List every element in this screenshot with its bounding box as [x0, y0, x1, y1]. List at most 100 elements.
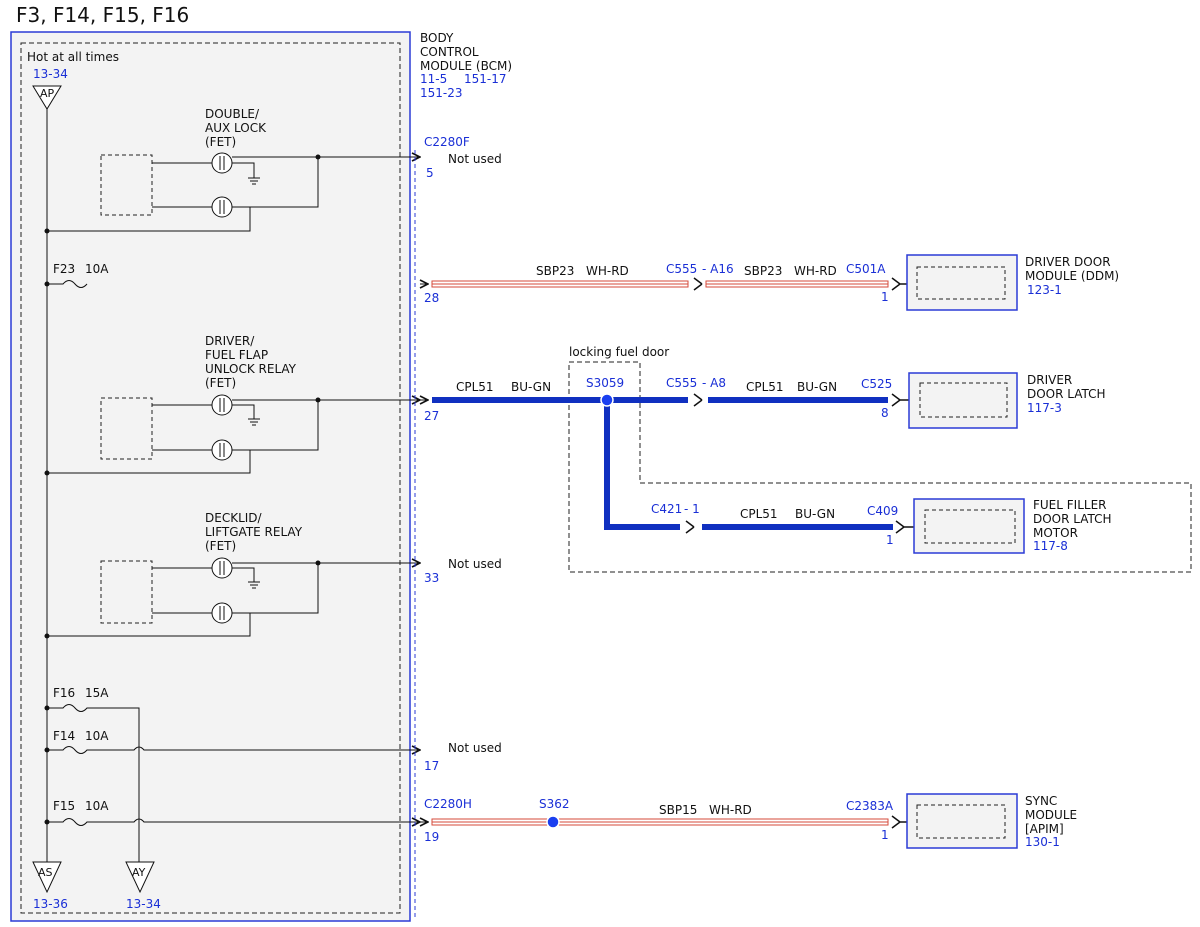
ground-icon — [232, 162, 260, 185]
page-title: F3, F14, F15, F16 — [16, 3, 189, 27]
inline-connector: C555 — [666, 376, 697, 390]
fuse-f16: F16 15A — [44, 686, 140, 862]
wire-color-label: WH-RD — [709, 803, 752, 817]
fuse-rating: 10A — [85, 729, 109, 743]
circuit-label: SBP15 — [659, 803, 697, 817]
component-driver-door-latch: DRIVER DOOR LATCH 117-3 — [908, 372, 1106, 429]
inline-connector: C421 — [651, 502, 682, 516]
transistor-icon — [211, 439, 233, 461]
component-ddm: DRIVER DOOR MODULE (DDM) 123-1 — [906, 254, 1119, 311]
component-name-line: MODULE (DDM) — [1025, 269, 1119, 283]
splice-s3059 — [600, 393, 614, 407]
pin-5: 5 — [426, 166, 434, 180]
component-name-line: DRIVER — [1027, 373, 1072, 387]
component-ref: 130-1 — [1025, 835, 1060, 849]
fet-control-box — [100, 154, 153, 216]
fet-label-line: DRIVER/ — [205, 334, 255, 348]
fet-decklid-liftgate: DECKLID/ LIFTGATE RELAY (FET) — [44, 511, 421, 639]
pin-28: 28 — [424, 291, 439, 305]
component-ref: 117-3 — [1027, 401, 1062, 415]
component-name-line: [APIM] — [1025, 822, 1064, 836]
fuse-rating: 15A — [85, 686, 109, 700]
fuse-icon — [47, 819, 420, 826]
wire-cpl51: CPL51 BU-GN S3059 C555 - A8 CPL51 BU-GN … — [420, 376, 914, 547]
not-used-label: Not used — [448, 741, 502, 755]
fet-label-line: AUX LOCK — [205, 121, 267, 135]
splice-label: S3059 — [586, 376, 624, 390]
end-connector: C409 — [867, 504, 898, 518]
component-name-line: DOOR LATCH — [1033, 512, 1112, 526]
circuit-label: CPL51 — [456, 380, 494, 394]
component-sync-module: SYNC MODULE [APIM] 130-1 — [906, 793, 1077, 849]
fuse-icon — [47, 704, 140, 862]
fet-label-line: UNLOCK RELAY — [205, 362, 297, 376]
end-connector: C501A — [846, 262, 886, 276]
fuse-f14: F14 10A — [44, 729, 421, 754]
transistor-icon — [211, 557, 233, 579]
fet-label-line: FUEL FLAP — [205, 348, 268, 362]
transistor-icon — [211, 152, 233, 174]
inline-pin: - A16 — [702, 262, 734, 276]
fet-label-line: LIFTGATE RELAY — [205, 525, 303, 539]
bcm-border — [10, 31, 411, 922]
ground-icon — [232, 567, 260, 589]
as-ref: 13-36 — [33, 897, 68, 911]
end-connector: C2383A — [846, 799, 894, 813]
inline-connector: C555 — [666, 262, 697, 276]
fet-label-line: DECKLID/ — [205, 511, 263, 525]
ay-ref: 13-34 — [126, 897, 161, 911]
pin-19: 19 — [424, 830, 439, 844]
wire-color-label: WH-RD — [586, 264, 629, 278]
fet-double-aux-lock: DOUBLE/ AUX LOCK (FET) — [44, 107, 421, 234]
component-fuel-filler-motor: FUEL FILLER DOOR LATCH MOTOR 117-8 — [913, 498, 1112, 554]
hot-at-all-times-label: Hot at all times — [27, 50, 119, 64]
component-name-line: MODULE — [1025, 808, 1077, 822]
component-name-line: SYNC — [1025, 794, 1057, 808]
circuit-label: SBP23 — [536, 264, 574, 278]
ground-icon — [232, 404, 260, 426]
bcm-ref: 151-23 — [420, 86, 463, 100]
component-name-line: MOTOR — [1033, 526, 1078, 540]
end-pin: 1 — [881, 290, 889, 304]
inline-pin: - A8 — [702, 376, 726, 390]
fuse-name: F15 — [53, 799, 75, 813]
fuse-f15: F15 10A — [44, 799, 421, 826]
ay-triangle-icon — [125, 861, 155, 894]
fet-label-line: (FET) — [205, 376, 236, 390]
fuse-f23: F23 10A — [44, 262, 109, 288]
pin-17: 17 — [424, 759, 439, 773]
transistor-icon — [211, 196, 233, 218]
fuse-rating: 10A — [85, 799, 109, 813]
component-ref: 123-1 — [1027, 283, 1062, 297]
transistor-icon — [211, 394, 233, 416]
bcm-module: Hot at all times 13-34 AP DOUBLE/ AUX LO… — [10, 31, 421, 922]
pin-27: 27 — [424, 409, 439, 423]
wire-color-label: BU-GN — [797, 380, 837, 394]
splice-label: S362 — [539, 797, 570, 811]
bcm-ref: 151-17 — [464, 72, 507, 86]
component-name-line: DRIVER DOOR — [1025, 255, 1111, 269]
circuit-label: CPL51 — [746, 380, 784, 394]
fet-driver-fuel-flap: DRIVER/ FUEL FLAP UNLOCK RELAY (FET) — [44, 334, 421, 476]
fuse-icon — [47, 747, 420, 754]
ay-label: AY — [132, 866, 146, 879]
end-pin: 1 — [881, 828, 889, 842]
circuit-label: CPL51 — [740, 507, 778, 521]
component-name-line: FUEL FILLER — [1033, 498, 1107, 512]
bcm-name-line: CONTROL — [420, 45, 479, 59]
fet-label-line: (FET) — [205, 135, 236, 149]
transistor-icon — [211, 602, 233, 624]
end-pin: 8 — [881, 406, 889, 420]
wire-sbp15: S362 SBP15 WH-RD C2383A 1 — [420, 797, 907, 842]
component-name-line: DOOR LATCH — [1027, 387, 1106, 401]
ap-triangle-icon — [32, 85, 62, 110]
pin-33: 33 — [424, 571, 439, 585]
ap-label: AP — [40, 87, 55, 100]
wire-color-label: BU-GN — [511, 380, 551, 394]
fuse-rating: 10A — [85, 262, 109, 276]
wire-branch — [604, 400, 680, 530]
fuse-icon — [47, 280, 88, 288]
splice-s362 — [546, 815, 560, 829]
as-triangle-icon — [32, 861, 62, 894]
fuse-name: F23 — [53, 262, 75, 276]
